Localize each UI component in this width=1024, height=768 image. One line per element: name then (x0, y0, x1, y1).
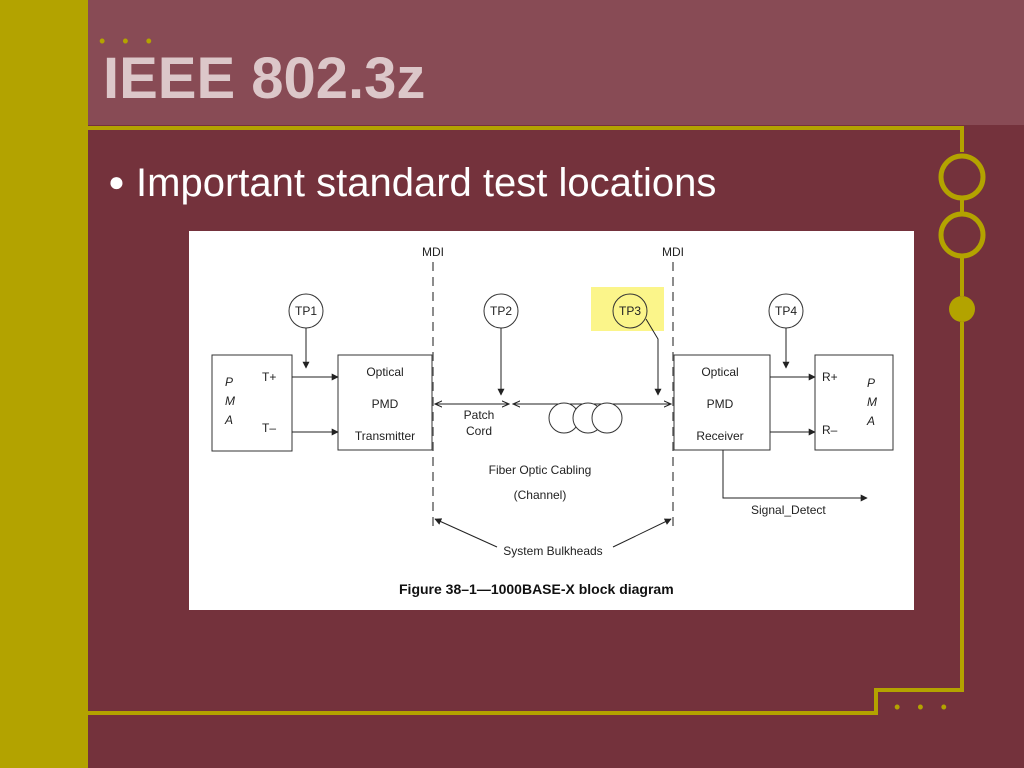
decorative-dots-top: • • • (99, 31, 158, 51)
transmitter-line3: Transmitter (354, 429, 416, 443)
tp3-arrow (645, 318, 662, 396)
receiver-line3: Receiver (696, 429, 744, 443)
block-diagram-graphics (211, 262, 894, 548)
decorative-dots-bottom: • • • (894, 697, 953, 717)
slide-title: IEEE 802.3z (103, 46, 426, 111)
mdi-left-label: MDI (422, 245, 444, 259)
transmitter-line2: PMD (371, 397, 399, 411)
signal-detect-line (722, 450, 868, 502)
transmitter-line1: Optical (366, 365, 404, 379)
receiver-line1: Optical (701, 365, 739, 379)
bulkhead-arrow-left (434, 518, 498, 548)
bulkheads-label: System Bulkheads (503, 544, 603, 558)
pma-rx-p: P (867, 376, 876, 390)
bullet-item: ● Important standard test locations (108, 161, 716, 205)
tp3-label: TP3 (618, 304, 642, 318)
tp3-circle (612, 293, 648, 329)
receiver-box (673, 354, 771, 451)
block-diagram-figure: MDI MDI TP1 TP2 TP3 TP4 P M A T+ T– Opti… (189, 231, 914, 610)
tp2-label: TP2 (489, 304, 513, 318)
fiber-cabling-label: Fiber Optic Cabling (488, 463, 592, 477)
pma-rx-m: M (867, 395, 877, 409)
bullet-text: Important standard test locations (136, 161, 717, 205)
r-plus-label: R+ (822, 370, 838, 384)
title-band (0, 0, 1024, 125)
receiver-line2: PMD (706, 397, 734, 411)
transmitter-box (337, 354, 433, 451)
t-plus-label: T+ (262, 370, 277, 384)
fiber-coil (548, 402, 623, 434)
tp1-label: TP1 (294, 304, 318, 318)
pma-rx-a: A (867, 414, 876, 428)
bullet-marker: ● (108, 166, 125, 197)
patch-cord-line2: Cord (465, 424, 493, 438)
r-minus-label: R– (822, 423, 838, 437)
patch-cord-line1: Patch (463, 408, 495, 422)
tp4-label: TP4 (774, 304, 798, 318)
t-minus-label: T– (262, 421, 277, 435)
figure-caption: Figure 38–1—1000BASE-X block diagram (399, 581, 674, 597)
pma-tx-box (211, 354, 293, 452)
mdi-right-label: MDI (662, 245, 684, 259)
channel-label: (Channel) (513, 488, 567, 502)
left-accent-bar (0, 0, 88, 768)
signal-detect-label: Signal_Detect (751, 503, 826, 517)
pma-tx-a: A (225, 413, 234, 427)
pma-tx-m: M (225, 394, 235, 408)
pma-tx-p: P (225, 375, 234, 389)
bulkhead-arrow-right (612, 518, 672, 548)
pma-rx-box (814, 354, 894, 451)
